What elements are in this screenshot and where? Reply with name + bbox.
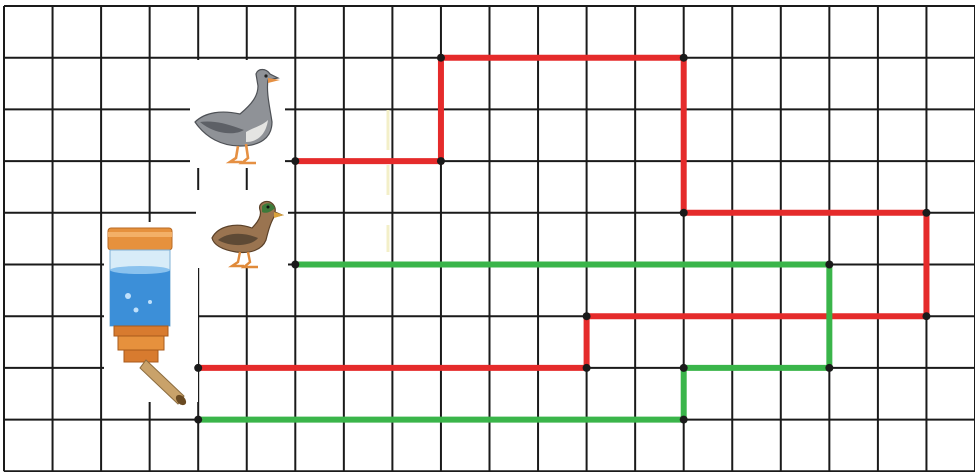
path-vertex-dot [680,416,688,424]
path-vertex-dot [437,157,445,165]
path-vertex-dot [680,364,688,372]
path-vertex-dot [825,261,833,269]
path-vertex-dot [194,416,202,424]
path-vertex-dot [922,209,930,217]
path-vertex-dot [922,312,930,320]
path-vertex-dot [291,261,299,269]
path-vertex-dot [583,312,591,320]
paths [198,58,926,420]
path-vertex-dot [680,209,688,217]
path-vertex-dot [291,157,299,165]
path-vertex-dot [437,54,445,62]
path-vertex-dot [194,364,202,372]
path-vertex-dot [680,54,688,62]
path-vertex-dot [583,364,591,372]
path-vertex-dot [825,364,833,372]
duck-to-bottle-path [198,265,829,420]
